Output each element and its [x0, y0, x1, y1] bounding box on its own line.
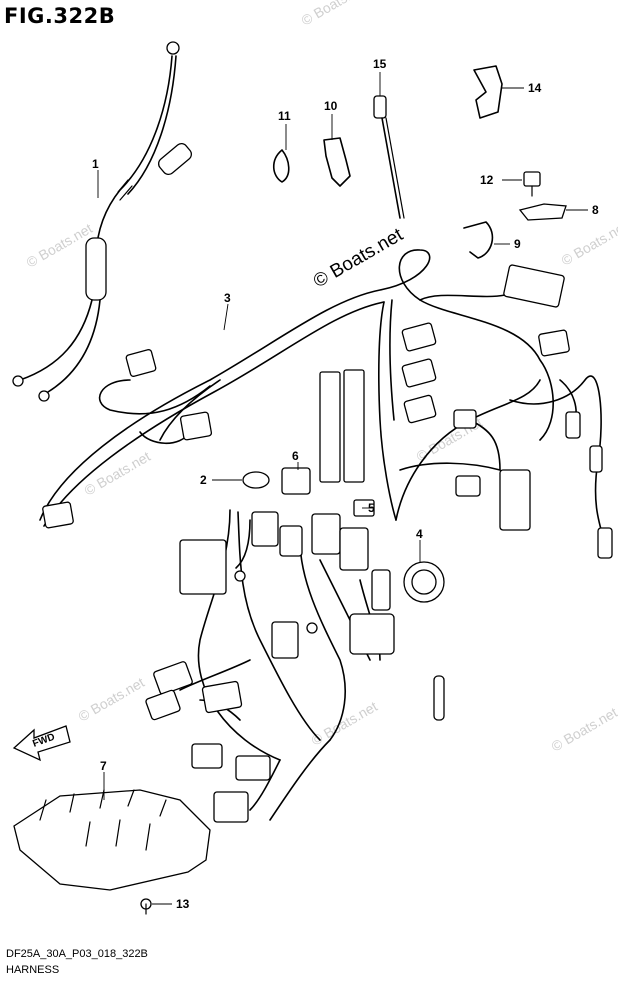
part-14-clamp — [474, 66, 502, 118]
watermark-lower-right: © Boats.net — [549, 704, 618, 755]
callout-15: 15 — [373, 57, 387, 71]
figure-code: DF25A_30A_P03_018_322B — [6, 948, 148, 960]
callout-10: 10 — [324, 99, 338, 113]
callout-8: 8 — [592, 203, 599, 217]
watermark-main: © Boats.net — [310, 224, 407, 292]
fwd-arrow: FWD — [14, 726, 70, 760]
watermark-left: © Boats.net — [24, 220, 96, 271]
callout-1: 1 — [92, 157, 99, 171]
watermark-lower-left: © Boats.net — [76, 674, 148, 725]
part-1-battery-cable — [13, 42, 194, 401]
part-15-tie — [374, 96, 404, 218]
part-11-clip — [274, 150, 289, 182]
part-7-bracket — [14, 790, 210, 890]
callout-4: 4 — [416, 527, 423, 541]
watermark-right: © Boats.net — [559, 218, 618, 269]
callout-12: 12 — [480, 173, 494, 187]
callout-2: 2 — [200, 473, 207, 487]
figure-caption: HARNESS — [6, 964, 59, 976]
part-12-bolt — [524, 172, 540, 196]
callout-6: 6 — [292, 449, 299, 463]
watermark-top: © Boats.net — [299, 0, 371, 29]
callout-7: 7 — [100, 759, 107, 773]
part-8-plate — [520, 204, 566, 220]
callout-9: 9 — [514, 237, 521, 251]
callout-5: 5 — [368, 501, 375, 515]
part-2-grommet — [243, 472, 269, 488]
part-6-relay — [282, 468, 310, 494]
callout-14: 14 — [528, 81, 542, 95]
part-4-sensor — [404, 562, 444, 602]
part-10-clip — [324, 138, 350, 186]
part-9-clamp — [464, 222, 492, 258]
callout-13: 13 — [176, 897, 190, 911]
callout-3: 3 — [224, 291, 231, 305]
part-13-screw — [141, 899, 151, 914]
figure-title: FIG.322B — [4, 4, 115, 28]
callout-11: 11 — [278, 109, 291, 123]
